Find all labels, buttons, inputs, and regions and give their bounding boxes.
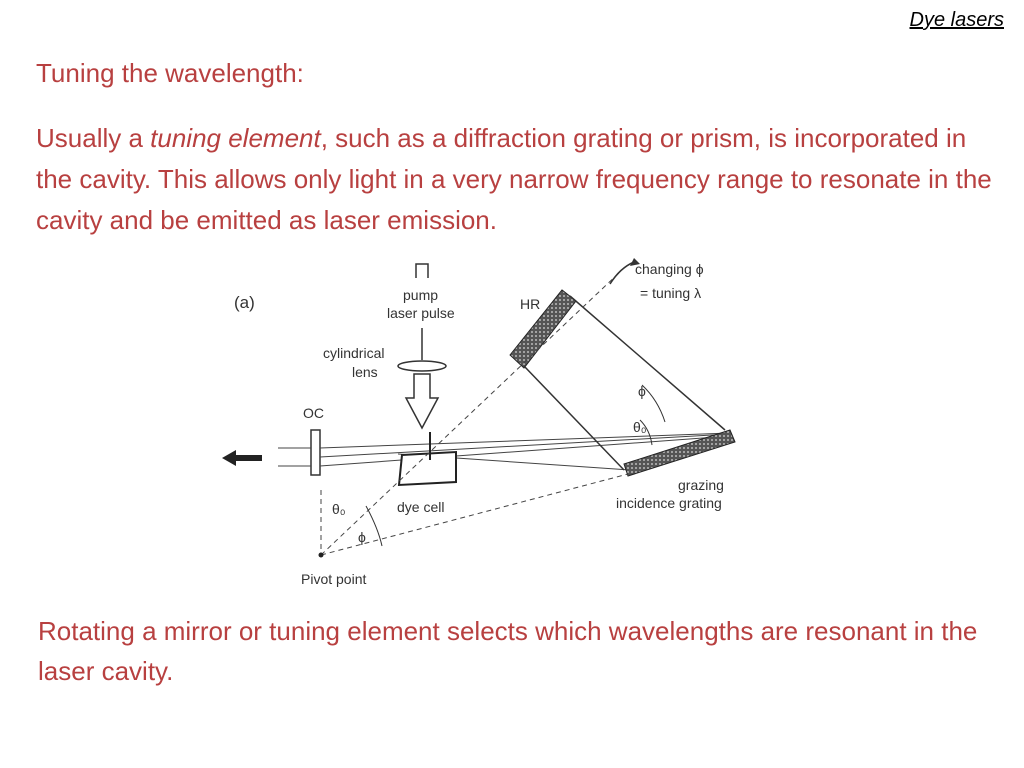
intro-text-after: , such as a diffraction grating or prism… (36, 123, 992, 235)
output-coupler-mirror (310, 429, 321, 476)
incidence-grating-label: incidence grating (616, 495, 722, 511)
pump-label: pump (403, 287, 438, 303)
output-arrow-icon (222, 450, 262, 466)
pump-arrow-icon (397, 328, 447, 460)
tuning-lambda-label: = tuning λ (640, 285, 701, 301)
pump-pulse-icon (415, 263, 429, 278)
theta-lower-label: θ₀ (332, 501, 346, 517)
intro-text-before: Usually a (36, 123, 151, 153)
dye-cell (397, 450, 457, 487)
panel-label: (a) (234, 293, 255, 312)
dye-cell-label: dye cell (397, 499, 444, 515)
phi-upper-label: ϕ (638, 383, 646, 399)
oc-label: OC (303, 405, 324, 421)
laser-diagram: (a) pump laser pulse cylindrical lens OC… (210, 250, 750, 595)
pivot-lines (320, 271, 629, 556)
laser-pulse-label: laser pulse (387, 305, 455, 321)
footer-paragraph: Rotating a mirror or tuning element sele… (38, 616, 978, 686)
intro-emphasis: tuning element (150, 123, 321, 153)
phi-lower-label: ϕ (358, 529, 366, 545)
lens-label: lens (352, 364, 378, 380)
beam-lines (278, 432, 731, 471)
pivot-point-marker (318, 552, 324, 558)
grazing-label: grazing (678, 477, 724, 493)
theta-upper-label: θ₀ (633, 419, 647, 435)
hr-label: HR (520, 296, 540, 312)
slide-heading: Tuning the wavelength: (36, 58, 304, 88)
intro-paragraph: Usually a tuning element, such as a diff… (36, 118, 996, 241)
pivot-point-label: Pivot point (301, 571, 366, 587)
header-topic-link[interactable]: Dye lasers (909, 9, 1004, 31)
grazing-incidence-grating (623, 429, 736, 477)
cylindrical-label: cylindrical (323, 345, 384, 361)
changing-phi-label: changing ϕ (635, 261, 704, 277)
